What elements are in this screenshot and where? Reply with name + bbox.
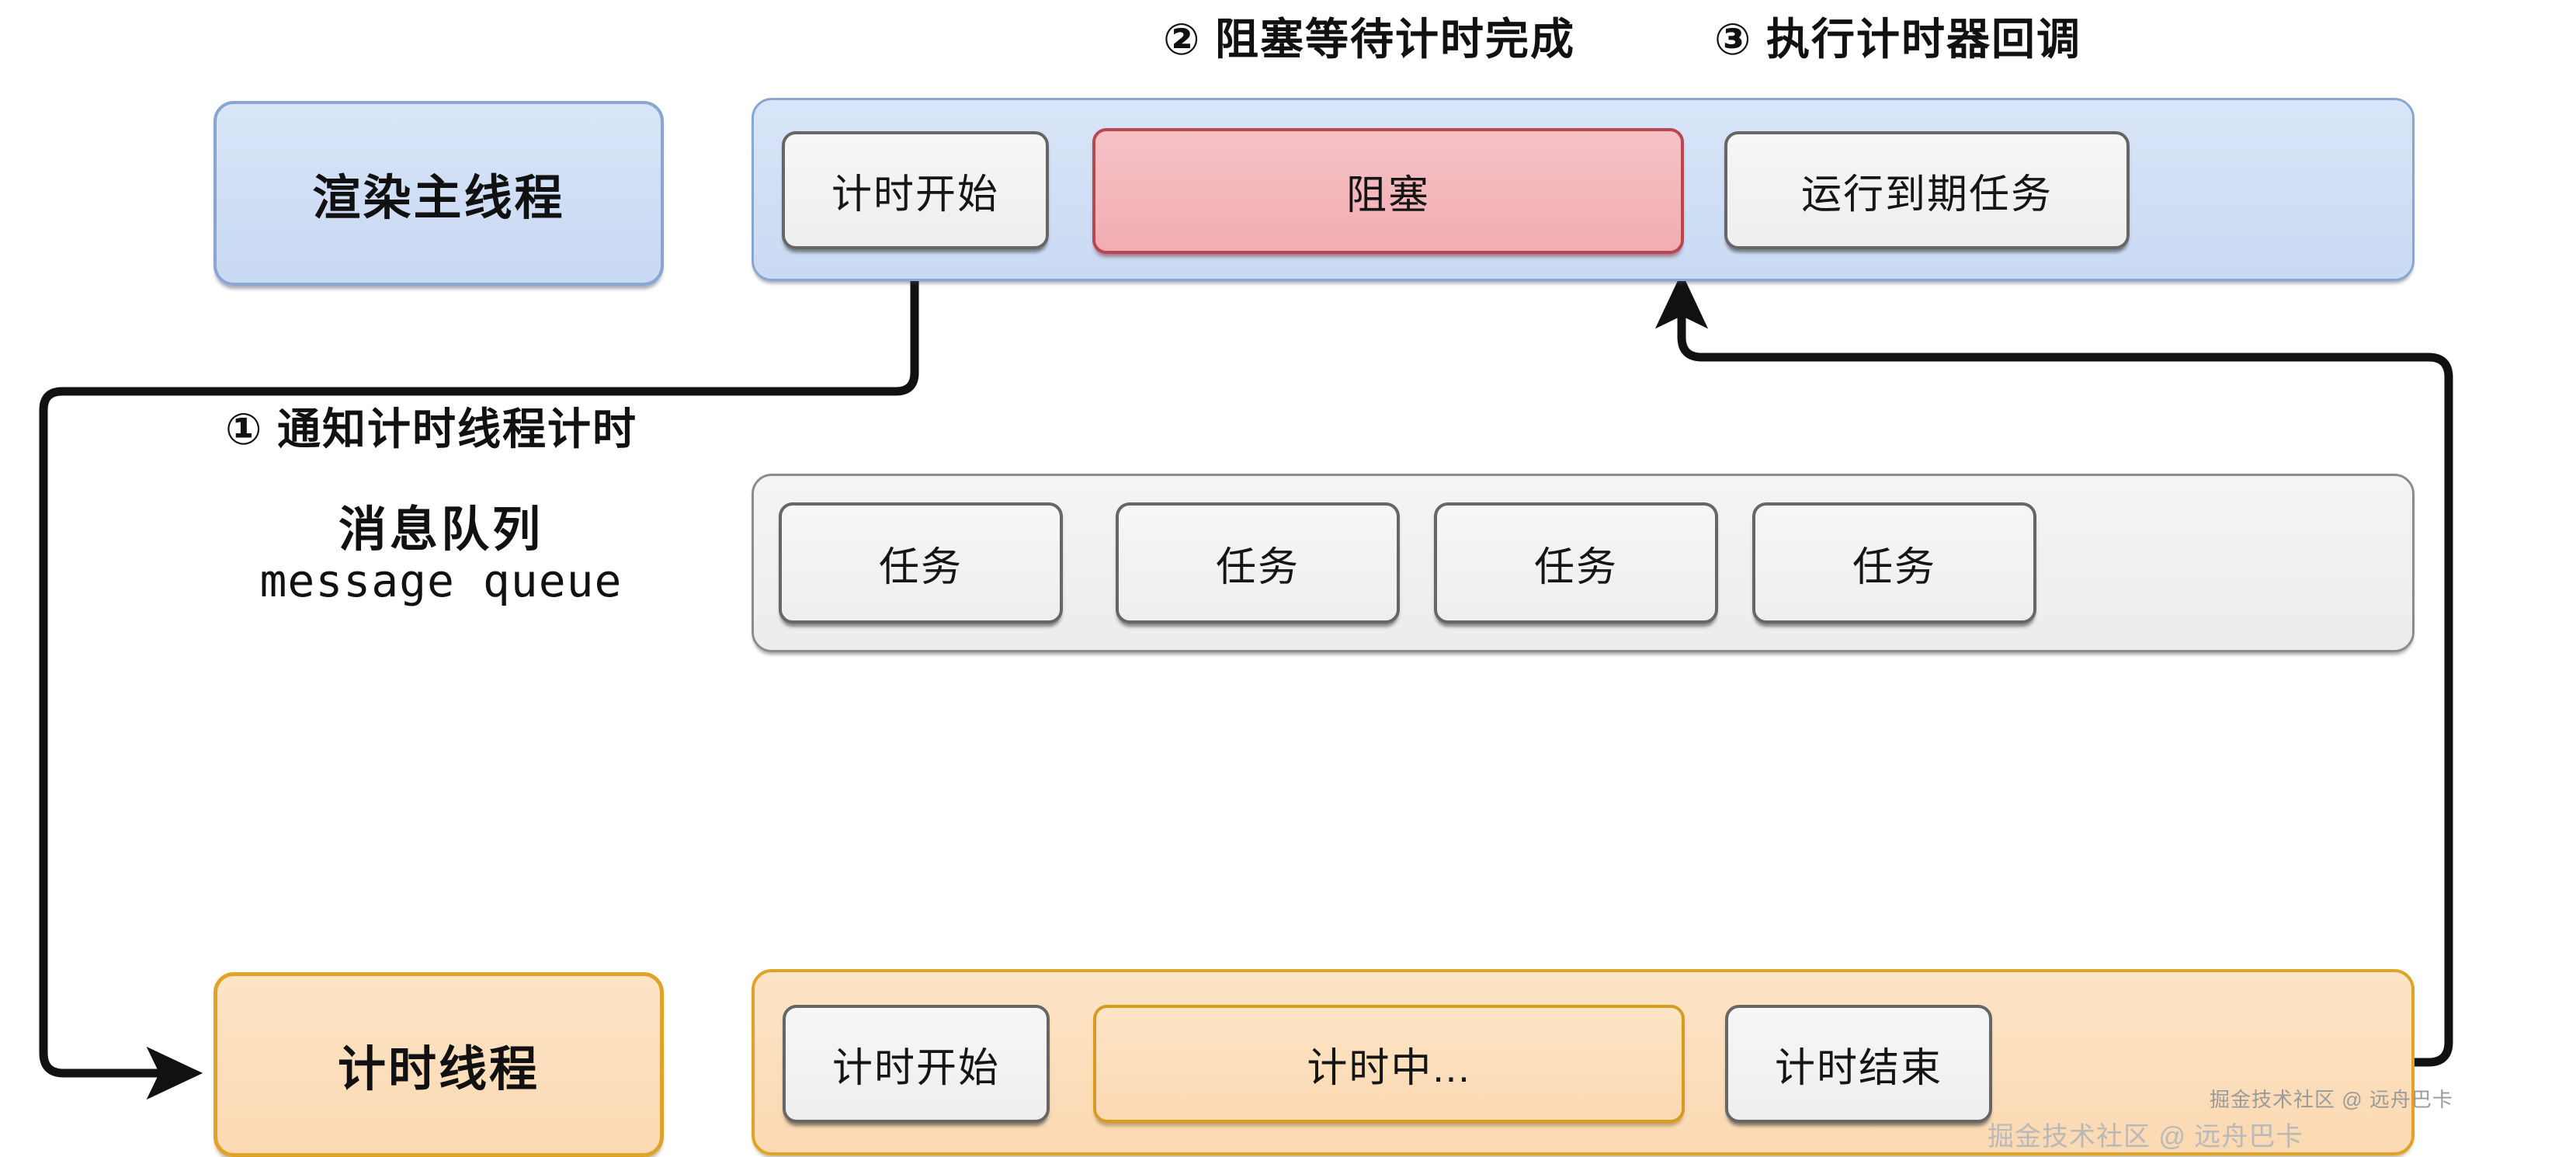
timer-thread-segment-timer-end[interactable]: 计时结束 — [1725, 1005, 1992, 1123]
annotation-step-2: ② 阻塞等待计时完成 — [1163, 15, 1575, 64]
message-queue-task-4[interactable]: 任务 — [1752, 502, 2036, 624]
wire-notify-timer-thread — [39, 273, 919, 1100]
main-thread-segment-blocked[interactable]: 阻塞 — [1092, 128, 1684, 254]
annotation-step-1: ① 通知计时线程计时 — [225, 405, 637, 453]
timer-thread-segment-timing[interactable]: 计时中... — [1093, 1005, 1685, 1123]
message-queue-lane: 任务 任务 任务 任务 — [752, 474, 2415, 652]
message-queue-title: 消息队列 message queue — [193, 505, 689, 607]
message-queue-title-cn: 消息队列 — [338, 503, 543, 557]
timer-thread-lane: 计时开始 计时中... 计时结束 — [752, 969, 2415, 1155]
main-thread-lane: 计时开始 阻塞 运行到期任务 — [752, 98, 2415, 281]
main-thread-segment-run-due-task[interactable]: 运行到期任务 — [1724, 131, 2130, 249]
annotation-step-3: ③ 执行计时器回调 — [1714, 15, 2081, 64]
wire-timer-callback — [1654, 272, 2453, 1067]
watermark-primary: 掘金技术社区 @ 远舟巴卡 — [2210, 1088, 2453, 1111]
message-queue-task-1[interactable]: 任务 — [779, 502, 1063, 624]
message-queue-task-2[interactable]: 任务 — [1116, 502, 1400, 624]
timer-thread-segment-timer-start[interactable]: 计时开始 — [783, 1005, 1050, 1123]
main-thread-label: 渲染主线程 — [214, 101, 664, 286]
message-queue-task-3[interactable]: 任务 — [1434, 502, 1718, 624]
message-queue-title-en: message queue — [259, 554, 623, 608]
main-thread-segment-timer-start[interactable]: 计时开始 — [782, 131, 1049, 249]
watermark-secondary: 掘金技术社区 @ 远舟巴卡 — [1988, 1122, 2303, 1152]
timer-thread-label: 计时线程 — [214, 972, 664, 1157]
